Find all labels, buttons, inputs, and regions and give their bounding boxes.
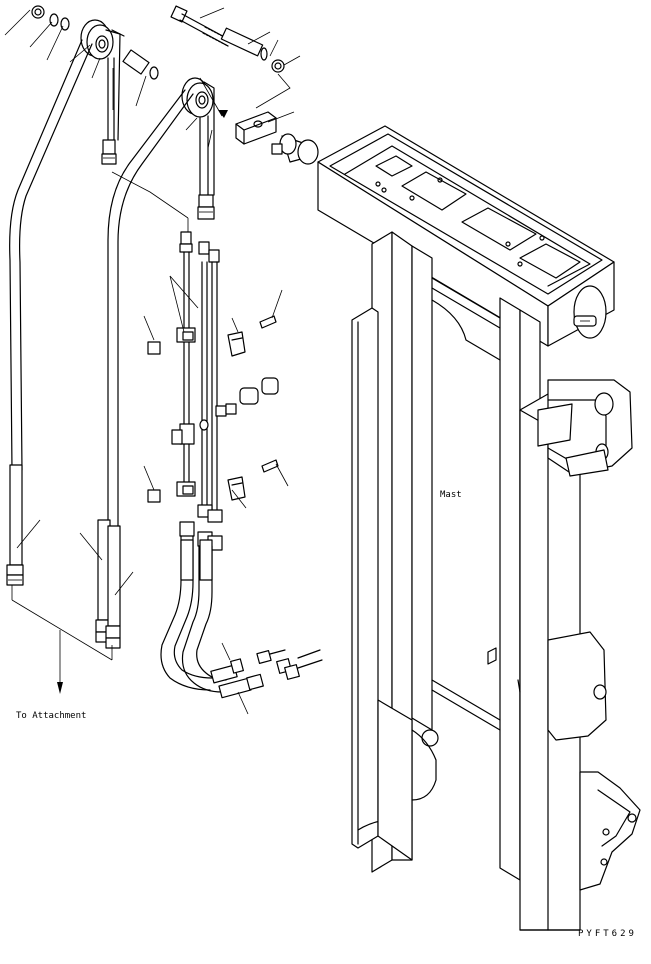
lower-hose-end-1 <box>180 539 194 581</box>
roller-pin <box>271 133 319 165</box>
center-hose-assembly <box>107 77 323 715</box>
to-attachment-label: To Attachment <box>16 711 86 721</box>
spacer-block-lower <box>147 489 161 503</box>
lower-hose-end-2 <box>199 539 213 581</box>
mid-fittings <box>215 377 279 417</box>
washer-2 <box>60 17 70 31</box>
pointer-arrow <box>218 110 228 118</box>
clip-lower-right <box>227 459 279 501</box>
spacer-block-upper <box>147 341 161 355</box>
sheave-pin-assembly <box>170 5 319 165</box>
mast-structure <box>317 125 641 931</box>
left-hose-assembly <box>4 5 159 694</box>
steel-tube-left <box>179 231 193 496</box>
drawing-code: PYFT629 <box>578 929 637 939</box>
attachment-boundary <box>11 599 113 661</box>
mast-label: Mast <box>440 490 462 500</box>
tube-clamp-upper <box>176 327 196 343</box>
center-upper-fitting <box>197 194 215 220</box>
bolt-nut <box>271 59 285 73</box>
left-hose-end-3 <box>105 525 121 649</box>
spacer-block-middle <box>171 429 183 445</box>
steel-tube-right <box>198 241 220 511</box>
left-upper-fitting <box>101 139 117 165</box>
sleeve <box>220 27 268 61</box>
outer-mast-left-rail <box>351 307 439 861</box>
center-hose-outer <box>107 89 186 521</box>
mast-side-pad <box>547 631 607 741</box>
to-attachment-arrowhead <box>57 682 63 694</box>
lower-fittings-cluster <box>210 649 323 699</box>
clip-upper-right <box>227 315 277 357</box>
center-pulley-sheave <box>181 77 214 118</box>
left-pulley-sheave <box>80 19 114 60</box>
left-hose-outer <box>9 39 83 471</box>
spacer-tube <box>122 49 159 80</box>
long-bolt <box>170 5 231 47</box>
mast-bottom-bracket <box>579 771 641 891</box>
tube-clamp-middle <box>179 419 209 445</box>
left-hose-inner <box>19 43 93 471</box>
lower-hose-1-outer <box>160 535 211 691</box>
left-hose-end-1 <box>6 464 24 586</box>
mast-top-beam <box>317 125 615 347</box>
center-hose-inner <box>117 93 194 527</box>
washer-1 <box>49 13 59 27</box>
pin-retainer-bracket <box>235 111 295 145</box>
top-nut <box>31 5 45 19</box>
tube-clamp-lower <box>176 481 196 497</box>
outer-mast-right-rail <box>519 379 641 931</box>
